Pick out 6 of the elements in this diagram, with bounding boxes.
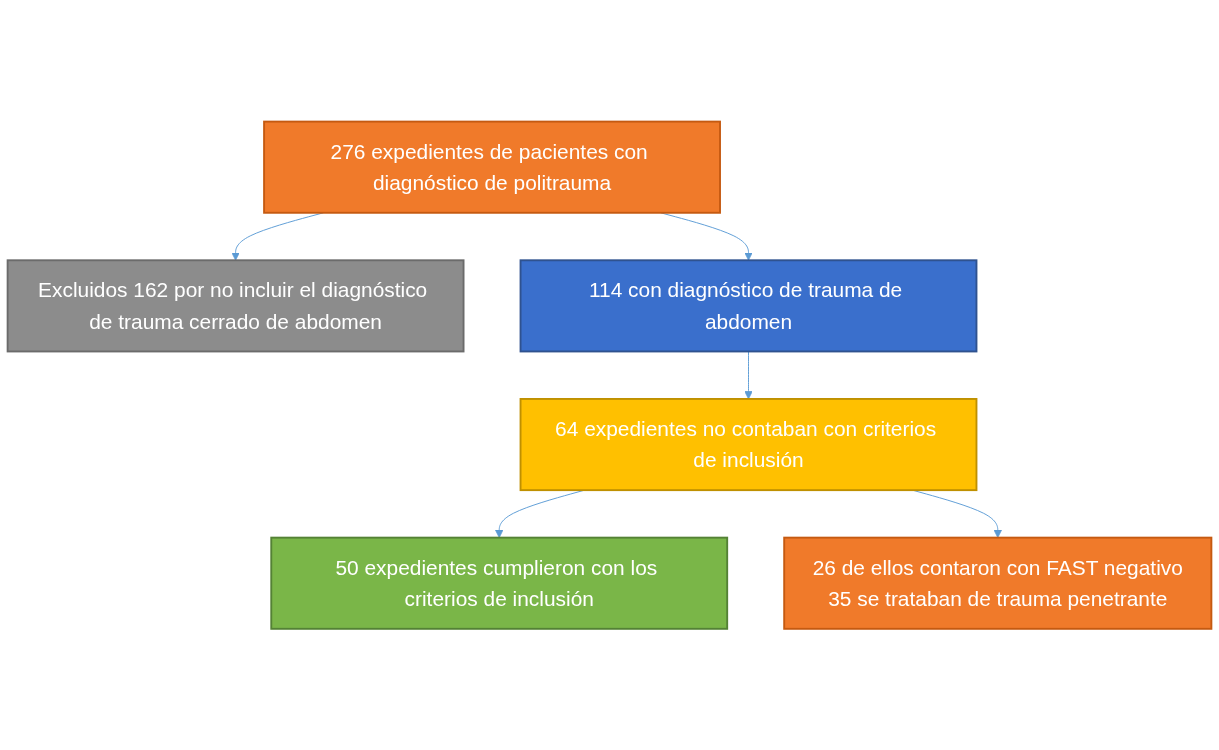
- node-box: 50 expedientes cumplieron con los criterios de inclusión: [270, 536, 729, 630]
- node-box: 114 con diagnóstico de trauma de abdomen: [519, 259, 978, 353]
- node-box: 26 de ellos contaron con FAST negativo 35 se trataban de trauma penetrante: [783, 536, 1213, 630]
- node-box: 64 expedientes no contaban con criterios de inclusión: [519, 397, 978, 491]
- node-box: 276 expedientes de pacientes con diagnóstico de politrauma: [263, 120, 721, 214]
- node-box: Excluidos 162 por no incluir el diagnóstico de trauma cerrado de abdomen: [6, 259, 465, 353]
